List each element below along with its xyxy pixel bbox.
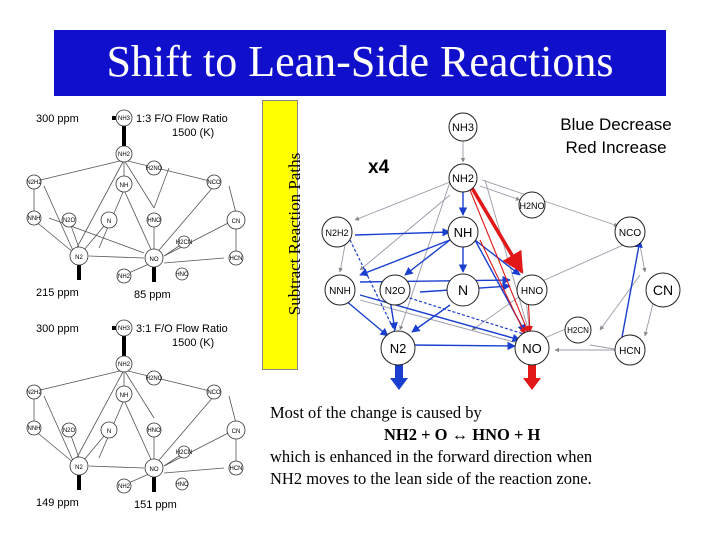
svg-text:N2: N2 [75, 255, 83, 261]
svg-text:NH: NH [120, 393, 129, 399]
svg-text:H2NO: H2NO [146, 166, 163, 172]
label-n: N [458, 282, 468, 298]
svg-text:HNO: HNO [147, 218, 161, 224]
svg-text:N2: N2 [75, 465, 83, 471]
ppm-no-1: 85 ppm [134, 289, 171, 301]
svg-text:N2H2: N2H2 [26, 390, 42, 396]
svg-text:NH3: NH3 [118, 116, 131, 122]
legend-blue: Blue Decrease [560, 115, 672, 134]
side-label-box [262, 100, 298, 370]
svg-text:H2CN: H2CN [176, 240, 192, 246]
ppm-no-2: 151 ppm [134, 499, 177, 511]
node-n [446, 273, 480, 307]
node-nnh [324, 274, 356, 306]
caption-line-4: NH2 moves to the lean side of the reacti… [270, 469, 592, 488]
svg-text:N: N [107, 219, 111, 225]
label-nh: NH [454, 225, 473, 240]
node-h2cn [564, 316, 592, 344]
node-h2no [518, 191, 546, 219]
label-cn: CN [653, 282, 673, 298]
ratio-2: 3:1 F/O Flow Ratio [136, 323, 228, 335]
label-hcn: HCN [619, 346, 641, 357]
svg-text:NH3: NH3 [118, 326, 131, 332]
svg-text:N2H2: N2H2 [26, 180, 42, 186]
label-hno: HNO [521, 286, 543, 297]
svg-text:CN: CN [232, 429, 241, 435]
svg-text:HNO: HNO [147, 428, 161, 434]
nh2-to-hno-arrow [470, 187, 524, 274]
svg-text:HNO: HNO [175, 482, 189, 488]
svg-text:NH2: NH2 [118, 152, 131, 158]
ppm-n2-2: 149 ppm [36, 497, 79, 509]
node-n2o [379, 274, 411, 306]
temp-1: 1500 (K) [172, 127, 214, 139]
node-nh2 [448, 163, 478, 193]
node-hno [516, 274, 548, 306]
svg-text:NH: NH [120, 183, 129, 189]
label-n2o: N2O [385, 286, 406, 297]
svg-text:H2NO: H2NO [146, 376, 163, 382]
node-nco [614, 216, 646, 248]
ppm-top-2: 300 ppm [36, 323, 79, 335]
svg-text:HCN: HCN [230, 256, 243, 262]
node-cn [645, 272, 681, 308]
node-no [514, 330, 550, 366]
svg-text:NO: NO [150, 467, 159, 473]
ppm-top-1: 300 ppm [36, 113, 79, 125]
node-hcn [614, 334, 646, 366]
node-nh [447, 216, 479, 248]
svg-text:NO: NO [150, 257, 159, 263]
caption-equation: NH2 + O ↔ HNO + H [384, 425, 541, 444]
ratio-1: 1:3 F/O Flow Ratio [136, 113, 228, 125]
svg-text:HNO: HNO [175, 272, 189, 278]
svg-text:NNH: NNH [28, 216, 41, 222]
label-nnh: NNH [329, 286, 351, 297]
label-nh3: NH3 [452, 122, 474, 134]
main-diagram: NH3 NH2 H2NO N2H2 NH NCO NNH N2O N HNO C… [321, 112, 681, 390]
svg-text:NCO: NCO [207, 390, 221, 396]
caption-line-3: which is enhanced in the forward directi… [270, 447, 593, 466]
temp-2: 1500 (K) [172, 337, 214, 349]
svg-text:NCO: NCO [207, 180, 221, 186]
legend-red: Red Increase [565, 138, 666, 157]
svg-text:N2O: N2O [63, 428, 76, 434]
label-nco: NCO [619, 228, 641, 239]
svg-text:CN: CN [232, 219, 241, 225]
svg-text:N: N [107, 429, 111, 435]
svg-text:NH2: NH2 [118, 362, 131, 368]
label-n2h2: N2H2 [325, 228, 348, 238]
svg-text:NNH: NNH [28, 426, 41, 432]
node-nh3 [448, 112, 478, 142]
svg-text:NH2: NH2 [118, 274, 131, 280]
node-n2h2 [321, 216, 353, 248]
label-h2cn: H2CN [567, 326, 589, 335]
label-n2: N2 [390, 341, 407, 356]
svg-text:N2O: N2O [63, 218, 76, 224]
caption: Most of the change is caused by NH2 + O … [270, 402, 710, 490]
svg-text:H2CN: H2CN [176, 450, 192, 456]
slide-title: Shift to Lean-Side Reactions [106, 37, 614, 86]
svg-text:NH2: NH2 [118, 484, 131, 490]
label-no: NO [522, 341, 542, 356]
caption-line-1: Most of the change is caused by [270, 403, 482, 422]
svg-text:HCN: HCN [230, 466, 243, 472]
title-bar: Shift to Lean-Side Reactions [54, 30, 666, 96]
multiplier: x4 [368, 157, 390, 178]
label-nh2: NH2 [452, 173, 474, 185]
label-h2no: H2NO [519, 201, 544, 211]
node-n2 [380, 330, 416, 366]
ppm-n2-1: 215 ppm [36, 287, 79, 299]
